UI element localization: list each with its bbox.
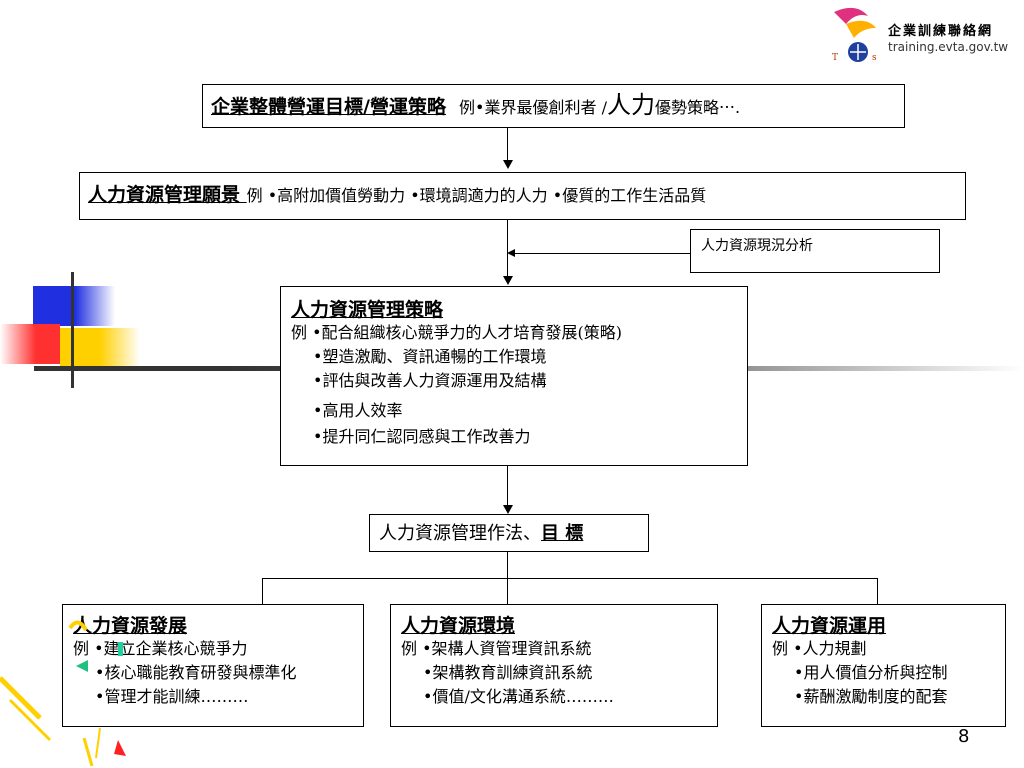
strategy-line-1: 例 •配合組織核心競爭力的人才培育發展(策略)	[291, 323, 623, 342]
development-line-1: 例 •建立企業核心競爭力	[73, 639, 248, 658]
logo: T s 企業訓練聯絡網 training.evta.gov.tw	[826, 2, 1024, 68]
top-goal-example-suffix: 優勢策略⋯.	[654, 98, 741, 117]
analysis-connector	[515, 253, 690, 254]
environment-line-1: 例 •架構人資管理資訊系統	[401, 639, 592, 658]
tree-connector	[262, 578, 877, 579]
tree-connector	[507, 578, 508, 604]
method-label: 人力資源管理作法、	[379, 523, 541, 544]
environment-line-2: •架構教育訓練資訊系統	[423, 663, 593, 682]
tree-connector	[507, 552, 508, 578]
development-box: 人力資源發展 例 •建立企業核心競爭力 •核心職能教育研發與標準化 •管理才能訓…	[62, 604, 364, 727]
connector-arrow	[507, 128, 508, 162]
decor-yellow-fade	[100, 328, 140, 368]
top-goal-heading: 企業整體營運目標/營運策略	[211, 96, 446, 118]
analysis-arrowhead	[507, 249, 515, 257]
method-label-bold: 目 標	[541, 523, 584, 544]
utilization-line-1: 例 •人力規劃	[772, 639, 867, 658]
utilization-heading: 人力資源運用	[772, 615, 887, 637]
decor-yellow-block	[60, 328, 100, 368]
analysis-label: 人力資源現況分析	[701, 238, 813, 254]
development-heading: 人力資源發展	[73, 615, 188, 637]
vision-box: 人力資源管理願景 例 •高附加價值勞動力 •環境調適力的人力 •優質的工作生活品…	[79, 172, 966, 220]
environment-box: 人力資源環境 例 •架構人資管理資訊系統 •架構教育訓練資訊系統 •價值/文化溝…	[390, 604, 718, 727]
strategy-line-2: •塑造激勵、資訊通暢的工作環境	[313, 347, 547, 366]
method-box: 人力資源管理作法、目 標	[369, 514, 649, 552]
decor-blue-fade	[75, 286, 115, 326]
analysis-box: 人力資源現況分析	[690, 229, 940, 273]
logo-url: training.evta.gov.tw	[888, 40, 1009, 54]
decor-blue-square	[33, 286, 75, 326]
utilization-box: 人力資源運用 例 •人力規劃 •用人價值分析與控制 •薪酬激勵制度的配套	[761, 604, 1006, 727]
tree-connector	[877, 578, 878, 604]
strategy-heading: 人力資源管理策略	[291, 299, 444, 321]
strategy-box: 人力資源管理策略 例 •配合組織核心競爭力的人才培育發展(策略) •塑造激勵、資…	[280, 286, 748, 466]
logo-org-name: 企業訓練聯絡網	[888, 24, 994, 39]
arrowhead	[503, 276, 513, 285]
environment-line-3: •價值/文化溝通系統………	[423, 687, 614, 706]
top-goal-box: 企業整體營運目標/營運策略 例•業界最優創利者 /人力優勢策略⋯.	[202, 84, 905, 128]
tree-connector	[262, 578, 263, 604]
logo-emblem-icon: T s	[832, 7, 877, 63]
connector-arrow	[507, 220, 508, 276]
utilization-line-3: •薪酬激勵制度的配套	[794, 687, 948, 706]
development-line-2: •核心職能教育研發與標準化	[95, 663, 297, 682]
svg-text:s: s	[872, 53, 877, 63]
development-line-3: •管理才能訓練………	[95, 687, 249, 706]
strategy-line-5: •提升同仁認同感與工作改善力	[313, 427, 531, 446]
vision-heading: 人力資源管理願景	[88, 184, 247, 206]
arrowhead	[503, 505, 513, 514]
environment-heading: 人力資源環境	[401, 615, 516, 637]
top-goal-example-prefix: 例•業界最優創利者 /	[459, 98, 607, 117]
svg-text:T: T	[832, 53, 838, 63]
strategy-line-4: •高用人效率	[313, 401, 403, 420]
utilization-line-2: •用人價值分析與控制	[794, 663, 948, 682]
decor-red-block	[0, 324, 60, 364]
connector-arrow	[507, 466, 508, 506]
top-goal-example-big: 人力	[606, 91, 655, 119]
arrowhead	[503, 160, 513, 169]
vision-example: 例 •高附加價值勞動力 •環境調適力的人力 •優質的工作生活品質	[246, 186, 707, 205]
page-number: 8	[958, 726, 970, 747]
strategy-line-3: •評估與改善人力資源運用及結構	[313, 371, 547, 390]
decor-vertical-bar	[71, 272, 74, 388]
decor-streaks-icon	[0, 620, 126, 767]
